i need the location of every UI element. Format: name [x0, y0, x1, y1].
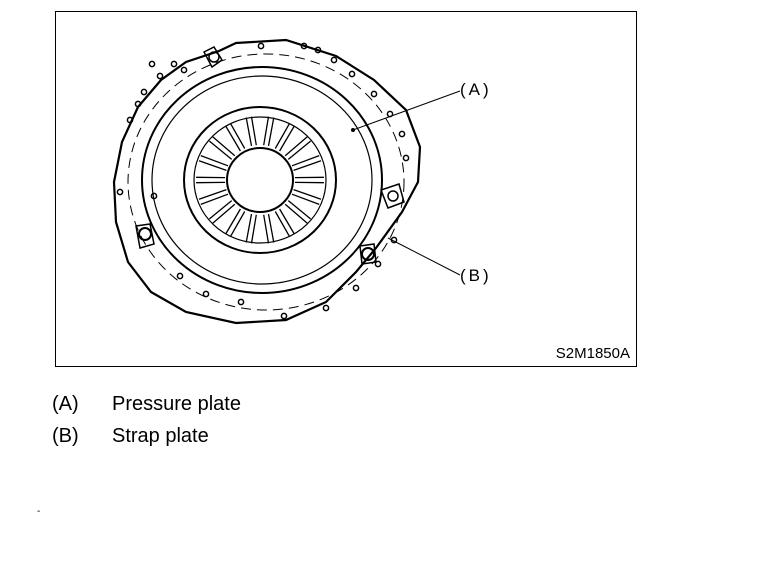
strap-plate-lug-right	[380, 183, 405, 209]
diaphragm-finger-edge	[267, 213, 275, 243]
rivet-hole	[156, 72, 164, 80]
figure-frame: (A) (B) S2M1850A	[55, 11, 637, 367]
rivet-hole	[314, 46, 322, 54]
diaphragm-finger-edge	[200, 154, 229, 167]
diaphragm-finger-edge	[208, 200, 233, 220]
pressure-plate-inner	[151, 75, 373, 285]
diaphragm-finger-edge	[212, 136, 236, 157]
diaphragm-finger-edge	[279, 125, 295, 152]
diaphragm-finger-edge	[279, 208, 295, 235]
rivet-hole	[300, 42, 308, 50]
diaphragm-finger-edge	[263, 214, 270, 244]
rivet-hole	[237, 298, 245, 306]
rivet-hole	[116, 188, 124, 196]
diaphragm-finger-edge	[245, 117, 253, 147]
rivet-hole	[176, 272, 184, 280]
strap-plate-lug-lower-right	[359, 243, 377, 265]
diaphragm-finger-edge	[291, 193, 320, 206]
legend-text: Pressure plate	[112, 393, 241, 415]
callout-a: (A)	[460, 80, 492, 99]
rivet-hole	[280, 312, 288, 320]
diaphragm-finger-edge	[284, 136, 308, 157]
strap-plate-lug-left	[135, 223, 155, 249]
diaphragm-finger-edge	[274, 122, 291, 149]
diaphragm-mid	[193, 116, 327, 244]
diaphragm-finger-edge	[293, 160, 322, 172]
rivet-hole	[370, 90, 378, 98]
rivet-hole	[202, 290, 210, 298]
leader-dot-a	[351, 128, 355, 132]
rivet-hole	[398, 130, 406, 138]
diaphragm-finger-edge	[198, 160, 227, 172]
cover-seam	[127, 53, 405, 311]
diaphragm-finger-edge	[200, 193, 229, 206]
diaphragm-finger-edge	[287, 140, 312, 160]
stray-mark: -	[37, 506, 41, 517]
diaphragm-finger-edge	[250, 116, 257, 146]
rivet-hole	[170, 60, 178, 68]
legend-key: (B)	[52, 425, 79, 447]
figure-code: S2M1850A	[555, 345, 630, 362]
legend-item-b: (B) Strap plate	[52, 425, 209, 448]
diaphragm-finger-edge	[208, 140, 233, 160]
rivet-hole	[148, 60, 156, 68]
rivet-hole	[134, 100, 142, 108]
diaphragm-finger-edge	[229, 211, 246, 238]
rivet-hole	[150, 192, 158, 200]
diaphragm-finger-edge	[293, 188, 322, 200]
diaphragm-finger-edge	[198, 188, 227, 200]
diaphragm-outer	[183, 106, 337, 254]
rivet-hole	[374, 260, 382, 268]
rivet-holes	[116, 42, 410, 320]
legend-item-a: (A) Pressure plate	[52, 393, 241, 416]
rivet-hole	[140, 88, 148, 96]
diaphragm-finger-edge	[245, 213, 253, 243]
cover-outline	[112, 38, 422, 325]
pressure-plate-outer	[141, 66, 383, 294]
rivet-hole	[126, 116, 134, 124]
strap-plate-lug-top	[202, 46, 224, 69]
rivet-hole	[322, 304, 330, 312]
diaphragm-finger-edge	[267, 117, 275, 147]
rivet-hole	[348, 70, 356, 78]
strap-plate-bolt-top	[208, 51, 220, 63]
rivet-hole	[402, 154, 410, 162]
strap-plate-bolt-lower-right	[361, 247, 375, 261]
leader-line-a	[352, 90, 461, 131]
leader-line-b	[387, 237, 461, 276]
legend-key: (A)	[52, 393, 79, 415]
diaphragm-finger-edge	[263, 116, 270, 146]
diaphragm-finger-edge	[284, 203, 308, 224]
strap-plate-bolt-left	[138, 227, 152, 241]
rivet-hole	[180, 66, 188, 74]
legend-text: Strap plate	[112, 425, 209, 447]
diaphragm-center	[226, 147, 294, 213]
diaphragm-finger-edge	[225, 125, 241, 152]
rivet-hole	[330, 56, 338, 64]
rivet-hole	[257, 42, 265, 50]
callout-b: (B)	[460, 266, 492, 285]
diaphragm-finger-edge	[229, 122, 246, 149]
strap-plate-bolt-right	[387, 190, 399, 202]
diaphragm-finger-edge	[287, 200, 312, 220]
rivet-hole	[352, 284, 360, 292]
clutch-cover-drawing	[112, 38, 461, 325]
diaphragm-finger-edge	[291, 154, 320, 167]
diaphragm-fingers	[196, 116, 324, 244]
diaphragm-finger-edge	[250, 214, 257, 244]
diaphragm-finger-edge	[274, 211, 291, 238]
diaphragm-finger-edge	[225, 208, 241, 235]
diaphragm-finger-edge	[212, 203, 236, 224]
